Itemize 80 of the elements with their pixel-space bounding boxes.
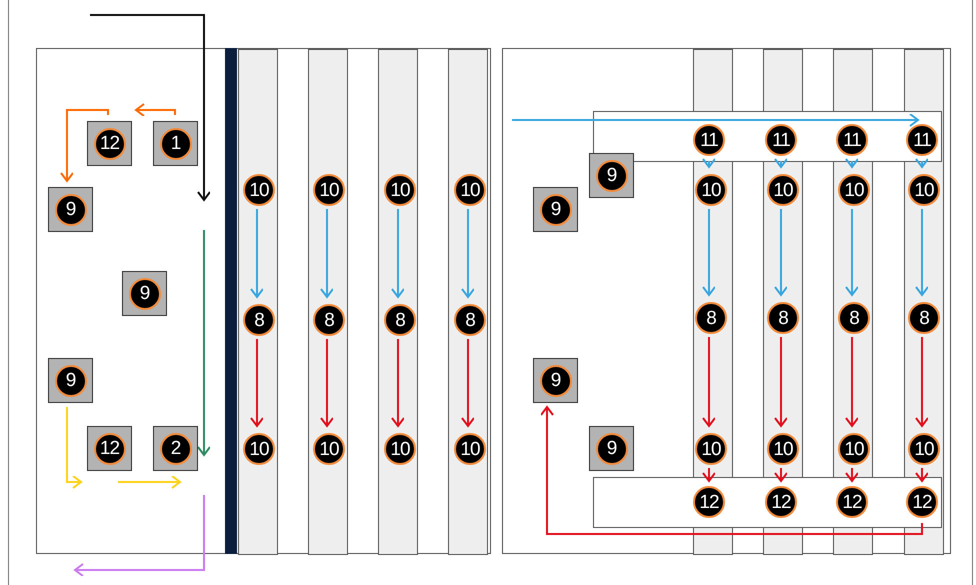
arrow xyxy=(461,209,475,298)
arrow xyxy=(702,209,716,296)
arrow xyxy=(135,103,176,117)
arrow xyxy=(250,339,264,427)
number-badge: 10 xyxy=(767,433,799,465)
lane-strip xyxy=(378,49,418,555)
number-badge: 10 xyxy=(695,174,727,206)
number-badge: 10 xyxy=(908,433,940,465)
arrow xyxy=(915,468,929,482)
number-badge: 10 xyxy=(243,174,275,206)
number-badge: 8 xyxy=(384,304,416,336)
number-badge: 10 xyxy=(767,174,799,206)
equipment-square xyxy=(589,153,634,198)
arrow xyxy=(60,109,109,182)
arrow xyxy=(540,406,923,535)
number-badge: 8 xyxy=(454,304,486,336)
arrow xyxy=(461,339,475,427)
arrow xyxy=(845,209,859,296)
number-badge: 1 xyxy=(160,128,192,160)
number-badge: 9 xyxy=(54,194,86,226)
equipment-square xyxy=(87,121,132,166)
number-badge: 10 xyxy=(695,433,727,465)
number-badge: 10 xyxy=(243,433,275,465)
number-badge: 8 xyxy=(908,302,940,334)
arrow xyxy=(702,468,716,482)
arrow xyxy=(391,339,405,427)
number-badge: 9 xyxy=(128,278,160,310)
equipment-square xyxy=(533,187,578,232)
equipment-square xyxy=(48,187,93,232)
arrow xyxy=(915,337,929,427)
equipment-square xyxy=(153,426,198,471)
arrow xyxy=(702,337,716,427)
lane-strip xyxy=(448,49,488,555)
number-badge: 8 xyxy=(243,304,275,336)
arrow xyxy=(320,339,334,427)
equipment-square xyxy=(122,271,167,316)
number-badge: 9 xyxy=(596,432,628,464)
equipment-square xyxy=(48,358,93,403)
number-badge: 10 xyxy=(454,174,486,206)
arrow xyxy=(915,158,929,168)
arrow xyxy=(845,337,859,427)
number-badge: 10 xyxy=(313,174,345,206)
arrow xyxy=(774,468,788,482)
arrow xyxy=(774,209,788,296)
arrow xyxy=(915,209,929,296)
number-badge: 9 xyxy=(540,364,572,396)
number-badge: 12 xyxy=(94,128,126,160)
lane-strip xyxy=(308,49,348,555)
arrow xyxy=(702,158,716,168)
lane-strip xyxy=(238,49,278,555)
equipment-square xyxy=(533,358,578,403)
number-badge: 10 xyxy=(838,433,870,465)
number-badge: 10 xyxy=(384,174,416,206)
number-badge: 9 xyxy=(596,160,628,192)
number-badge: 9 xyxy=(54,364,86,396)
arrow xyxy=(774,158,788,168)
number-badge: 2 xyxy=(160,432,192,464)
equipment-square xyxy=(87,426,132,471)
number-badge: 8 xyxy=(838,302,870,334)
number-badge: 10 xyxy=(454,433,486,465)
equipment-square xyxy=(153,121,198,166)
number-badge: 9 xyxy=(540,194,572,226)
number-badge: 10 xyxy=(908,174,940,206)
number-badge: 10 xyxy=(384,433,416,465)
arrow xyxy=(66,407,82,489)
number-badge: 8 xyxy=(695,302,727,334)
equipment-square xyxy=(589,426,634,471)
panel-box xyxy=(502,48,951,554)
number-badge: 8 xyxy=(767,302,799,334)
panel-box xyxy=(36,48,491,554)
arrow xyxy=(774,337,788,427)
number-badge: 12 xyxy=(94,432,126,464)
arrow xyxy=(320,209,334,298)
arrow xyxy=(845,468,859,482)
number-badge: 10 xyxy=(313,433,345,465)
number-badge: 8 xyxy=(313,304,345,336)
arrow xyxy=(845,158,859,168)
arrow xyxy=(391,209,405,298)
number-badge: 10 xyxy=(838,174,870,206)
arrow xyxy=(250,209,264,298)
